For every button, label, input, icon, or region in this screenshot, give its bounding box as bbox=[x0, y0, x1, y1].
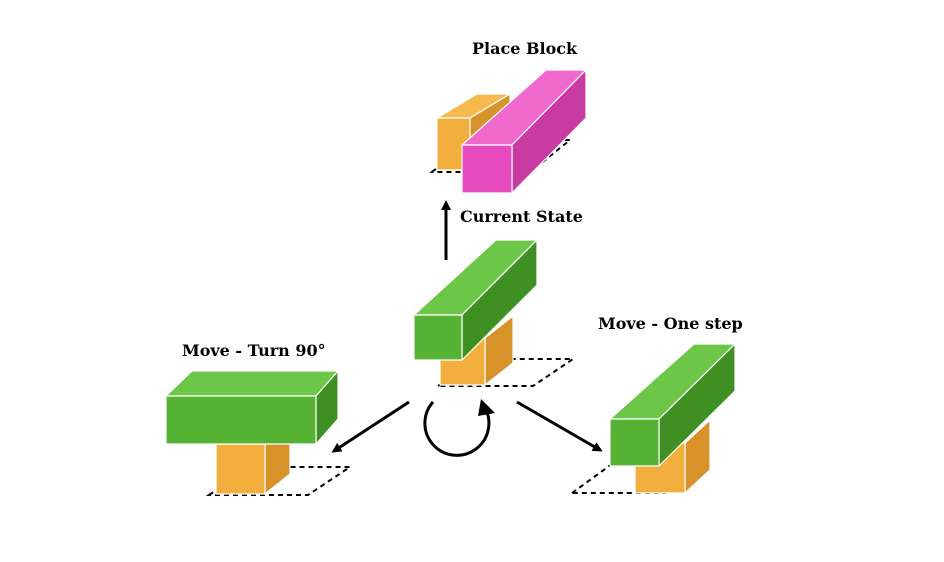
green-block bbox=[413, 239, 538, 361]
rotate-cycle-icon bbox=[423, 399, 495, 457]
move-turn-label: Move - Turn 90° bbox=[182, 341, 326, 360]
green-block bbox=[165, 370, 339, 445]
magenta-block bbox=[461, 69, 587, 194]
current-state-illustration bbox=[413, 239, 577, 387]
place-block-label: Place Block bbox=[472, 39, 578, 58]
move-step-label: Move - One step bbox=[598, 314, 743, 333]
orange-block bbox=[439, 315, 514, 386]
move-turn-illustration bbox=[165, 370, 354, 496]
green-block bbox=[609, 343, 736, 467]
current-state-label: Current State bbox=[460, 207, 583, 226]
move-step-illustration bbox=[568, 343, 736, 494]
arrow-to-turn bbox=[331, 400, 410, 453]
place-block-illustration bbox=[429, 69, 587, 194]
arrow-to-one-step bbox=[516, 400, 603, 452]
